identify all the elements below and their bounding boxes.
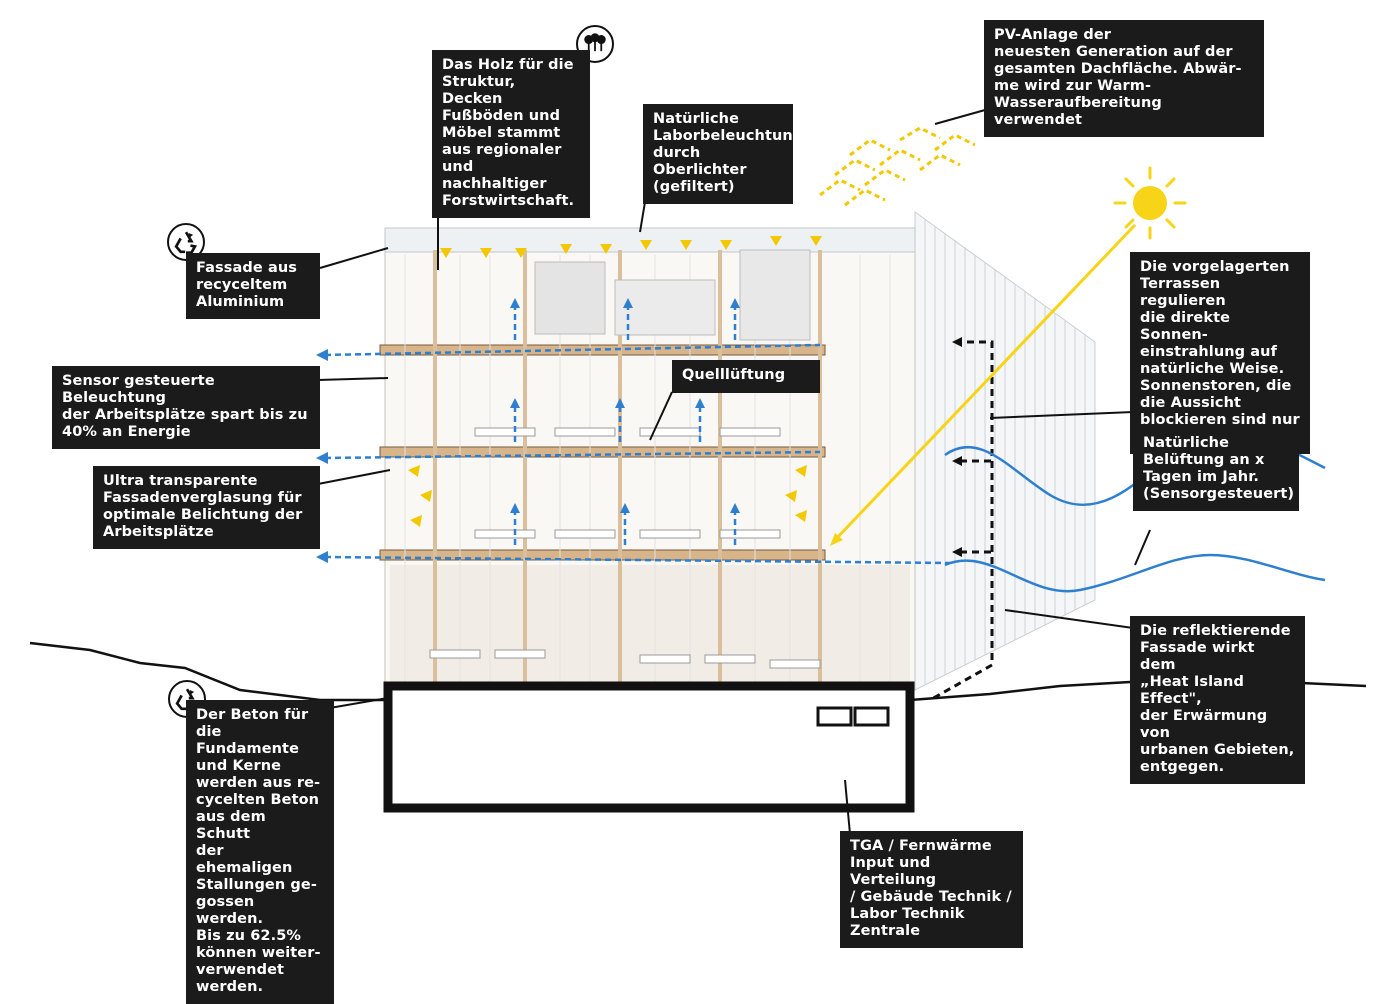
label-natuerliche-belueftung: Natürliche Belüftung an x Tagen im Jahr.… — [1133, 428, 1299, 511]
basement-outline — [388, 686, 910, 808]
label-pv-anlage: PV-Anlage der neuesten Generation auf de… — [984, 20, 1264, 137]
label-quelllueftung: Quelllüftung — [672, 360, 820, 393]
label-holz: Das Holz für die Struktur, Decken Fußböd… — [432, 50, 590, 218]
label-oberlichter: Natürliche Laborbeleuchtung durch Oberli… — [643, 104, 793, 204]
label-fassade-aluminium: Fassade aus recyceltem Aluminium — [186, 253, 320, 319]
label-reflektierende-fassade: Die reflektierende Fassade wirkt dem „He… — [1130, 616, 1305, 784]
label-tga: TGA / Fernwärme Input und Verteilung / G… — [840, 831, 1023, 948]
label-fassadenverglasung: Ultra transparente Fassadenverglasung fü… — [93, 466, 320, 549]
building-front — [380, 228, 915, 690]
label-terrassen: Die vorgelagerten Terrassen regulieren d… — [1130, 252, 1310, 454]
label-beton: Der Beton für die Fundamente und Kerne w… — [186, 700, 334, 1004]
pv-heat-arrows — [820, 128, 975, 205]
label-sensor-beleuchtung: Sensor gesteuerte Beleuchtung der Arbeit… — [52, 366, 320, 449]
sun-icon — [1115, 168, 1185, 238]
ground-line — [30, 643, 385, 700]
